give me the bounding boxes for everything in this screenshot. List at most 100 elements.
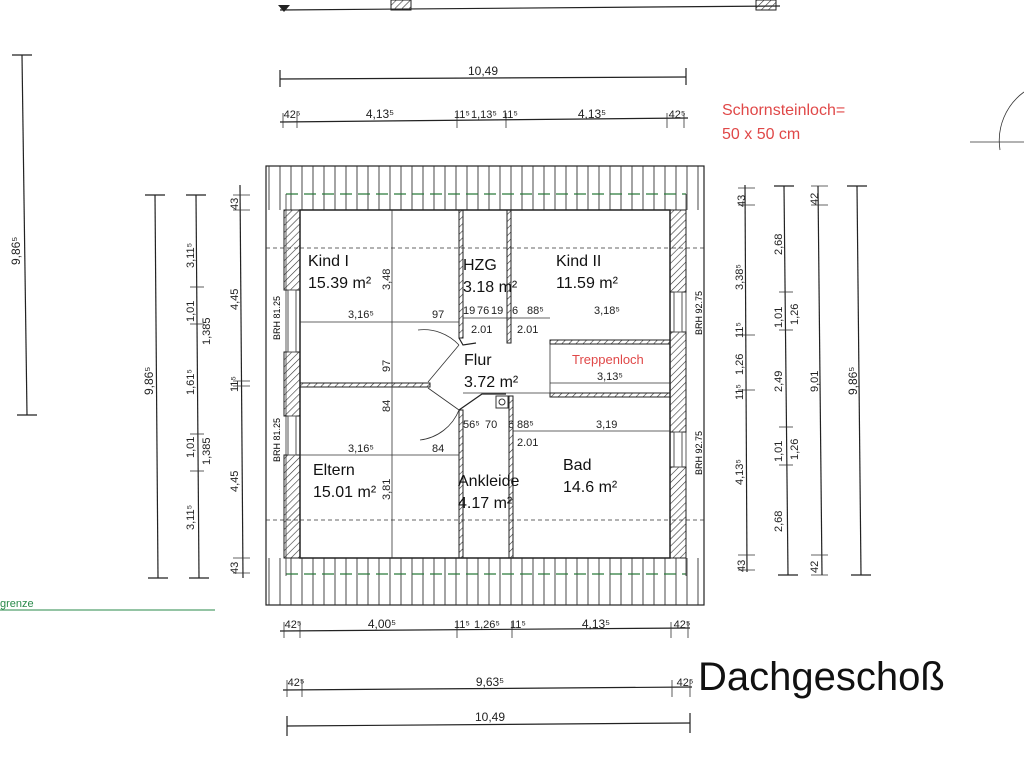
- dim-bottom-part: 11⁵: [454, 619, 470, 631]
- dim-bottom-middle: 42⁵: [677, 677, 694, 689]
- dim-door2: 84: [432, 443, 444, 455]
- dim-right-inner: 4,13⁵: [734, 459, 746, 485]
- dim-right-outer: 42: [809, 193, 821, 205]
- dim-left-mid: 1,61⁵: [185, 369, 197, 395]
- dim-right-outer: 9,01: [809, 371, 821, 392]
- room-area-kind2: 11.59 m²: [556, 275, 619, 292]
- dim-ankleide: 56⁵: [463, 419, 480, 431]
- dim-bad-width: 3,19: [596, 419, 617, 431]
- dim-left-mid: 1,385: [201, 317, 213, 345]
- dim-hzg: 6: [512, 305, 518, 317]
- dim-right-mid: 2,68: [773, 234, 785, 255]
- dim-hzg-height: 2.01: [517, 324, 538, 336]
- dim-bottom-part: 42⁵: [674, 619, 691, 631]
- dim-top-part: 1,13⁵: [471, 109, 497, 121]
- bottom-dimensions: 42⁵ 4,00⁵ 11⁵ 1,26⁵ 11⁵ 4,13⁵ 42⁵ 42⁵ 9,…: [279, 617, 694, 736]
- left-dimensions: 9,86⁵ 9,86⁵ 3,11⁵ 1,01 1,385 1,61⁵ 1,01 …: [0, 54, 250, 611]
- dim-top-part: 11⁵: [502, 109, 518, 121]
- dim-bottom-middle: 9,63⁵: [476, 675, 504, 689]
- dim-kind1-width: 3,16⁵: [348, 309, 374, 321]
- dim-top-part: 42⁵: [284, 109, 301, 121]
- room-labels: Kind I 15.39 m² HZG 3.18 m² Kind II 11.5…: [308, 253, 644, 512]
- room-name-eltern: Eltern: [313, 462, 355, 479]
- dim-right-mid: 1,01: [773, 307, 785, 328]
- dim-ankleide: 88⁵: [517, 419, 534, 431]
- dim-hzg-height: 2.01: [471, 324, 492, 336]
- room-area-hzg: 3.18 m²: [463, 279, 518, 296]
- building: [265, 165, 705, 606]
- dim-bottom-total: 10,49: [475, 710, 505, 724]
- dim-left-mid: 1,01: [185, 437, 197, 458]
- door-kind1: [417, 329, 460, 383]
- dim-right-inner: 11⁵: [734, 322, 746, 338]
- dim-left-inner: 4,45: [229, 471, 241, 492]
- dim-left-mid: 3,11⁵: [185, 505, 197, 530]
- dim-left-mid: 1,385: [201, 437, 213, 465]
- floor-title: Dachgeschoß: [698, 655, 945, 699]
- dim-bottom-part: 11⁵: [510, 619, 526, 631]
- dim-door1-vertical: 97: [381, 360, 393, 372]
- room-area-bad: 14.6 m²: [563, 479, 618, 496]
- dim-top-part: 11⁵: [454, 109, 470, 121]
- dim-stair-width: 3,13⁵: [597, 371, 623, 383]
- chimney-note-line2: 50 x 50 cm: [722, 126, 800, 143]
- dim-top-part: 4,13⁵: [366, 107, 394, 121]
- window-label-left: BRH 81.25: [272, 418, 282, 462]
- dim-door2-vertical: 84: [381, 400, 393, 412]
- dim-right-inner: 11⁵: [734, 384, 746, 400]
- dim-left-inner: 4,45: [229, 289, 241, 310]
- dim-kind2-width: 3,18⁵: [594, 305, 620, 317]
- room-name-kind2: Kind II: [556, 253, 601, 270]
- boundary-label: grenze: [0, 598, 34, 610]
- dim-total-width: 10,49: [468, 64, 498, 78]
- dim-top-part: 42⁵: [669, 109, 686, 121]
- window-label-right: BRH 92.75: [694, 291, 704, 335]
- door-eltern: [419, 387, 460, 441]
- dim-bottom-part: 4,13⁵: [582, 617, 610, 631]
- dim-hzg: 19: [463, 305, 475, 317]
- dim-hzg: 76: [477, 305, 489, 317]
- dim-bottom-middle: 42⁵: [288, 677, 305, 689]
- dim-top-part: 4,13⁵: [578, 107, 606, 121]
- room-name-flur: Flur: [464, 352, 492, 369]
- dim-right-mid: 1,01: [773, 441, 785, 462]
- room-name-ankleide: Ankleide: [458, 473, 519, 490]
- stair-opening-label: Treppenloch: [572, 352, 644, 367]
- room-area-kind1: 15.39 m²: [308, 275, 372, 292]
- dim-eltern-width: 3,16⁵: [348, 443, 374, 455]
- room-name-hzg: HZG: [463, 257, 497, 274]
- window-label-right: BRH 92.75: [694, 431, 704, 475]
- dim-left-inner: 43: [229, 562, 241, 574]
- upper-plan-remnant: [278, 0, 781, 12]
- dim-right-mid: 2,68: [773, 511, 785, 532]
- edge-circle-fragment: [970, 91, 1024, 151]
- dim-left-mid: 3,11⁵: [185, 243, 197, 268]
- top-dimensions: 10,49 42⁵ 4,13⁵ 11⁵ 1,13⁵ 11⁵ 4,13⁵ 42⁵: [279, 64, 689, 128]
- room-area-ankleide: 4.17 m²: [458, 495, 513, 512]
- room-name-kind1: Kind I: [308, 253, 349, 270]
- dim-ankleide: 70: [485, 419, 497, 431]
- room-area-flur: 3.72 m²: [464, 374, 519, 391]
- dim-left-inner: 11⁵: [229, 376, 241, 392]
- interior-dimensions: 3,16⁵ 97 3,48 97 19 76 19 6 88⁵ 2.01 2.0…: [300, 269, 670, 500]
- dim-kind1-height: 3,48: [381, 269, 393, 290]
- dim-bottom-part: 1,26⁵: [474, 619, 500, 631]
- dim-right-inner: 1,26: [734, 354, 746, 375]
- dim-right-outer: 42: [809, 561, 821, 573]
- dim-eltern-height: 3,81: [381, 479, 393, 500]
- dim-right-mid: 1,26: [789, 304, 801, 325]
- window-label-left: BRH 81.25: [272, 296, 282, 340]
- dim-bad-height: 2.01: [517, 437, 538, 449]
- chimney-note-line1: Schornsteinloch=: [722, 102, 845, 119]
- dim-right-mid: 1,26: [789, 439, 801, 460]
- dim-right-inner: 43: [736, 560, 748, 572]
- right-dimensions: 43 3,38⁵ 11⁵ 1,26 11⁵ 4,13⁵ 43 2,68 1,01…: [734, 184, 871, 576]
- room-name-bad: Bad: [563, 457, 591, 474]
- dim-bottom-part: 4,00⁵: [368, 617, 396, 631]
- dim-bottom-part: 42⁵: [285, 619, 302, 631]
- dim-right-inner: 43: [736, 195, 748, 207]
- room-area-eltern: 15.01 m²: [313, 484, 377, 501]
- dim-right-mid: 2,49: [773, 371, 785, 392]
- dim-door1: 97: [432, 309, 444, 321]
